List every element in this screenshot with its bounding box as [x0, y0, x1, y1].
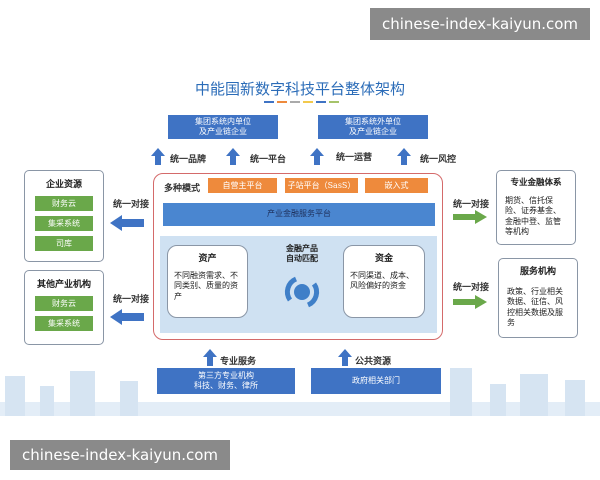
top-box-external: 集团系统外单位 及产业链企业 — [318, 115, 428, 139]
item-treasury: 司库 — [35, 236, 93, 251]
left-arrow-icon — [110, 215, 144, 231]
label-professional-service: 专业服务 — [220, 357, 257, 367]
up-arrow-icon — [310, 148, 324, 165]
item-procurement: 集采系统 — [35, 216, 93, 231]
panel-title: 其他产业机构 — [36, 280, 91, 290]
watermark-top: chinese-index-kaiyun.com — [370, 8, 590, 40]
asset-desc: 不同融资需求、不同类别、质量的资产 — [174, 271, 238, 301]
bottom-box-third-party: 第三方专业机构 科技、财务、律所 — [157, 368, 295, 394]
modes-label: 多种模式 — [164, 184, 201, 194]
item-procurement: 集采系统 — [35, 316, 93, 331]
label-unified-risk: 统一风控 — [420, 155, 457, 165]
asset-box: 资产 不同融资需求、不同类别、质量的资产 — [167, 245, 248, 318]
panel-desc: 政策、行业相关数据、征信、风控相关数据及服务 — [507, 287, 563, 328]
left-panel-enterprise: 企业资源 财务云 集采系统 司库 — [24, 170, 104, 262]
up-arrow-icon — [397, 148, 411, 165]
fund-title: 资金 — [374, 254, 393, 264]
bottom-box-government: 政府相关部门 — [311, 368, 441, 394]
up-arrow-icon — [151, 148, 165, 165]
item-finance-cloud: 财务云 — [35, 196, 93, 211]
fund-desc: 不同渠道、成本、风险偏好的资金 — [350, 271, 414, 291]
main-frame — [153, 173, 443, 340]
connect-label: 统一对接 — [113, 295, 150, 305]
panel-title: 服务机构 — [519, 267, 556, 277]
connect-label: 统一对接 — [453, 200, 490, 210]
top-box-internal: 集团系统内单位 及产业链企业 — [168, 115, 278, 139]
label-unified-operation: 统一运营 — [336, 153, 373, 163]
match-label: 金融产品自动匹配 — [286, 243, 318, 263]
title-underline — [264, 101, 339, 103]
item-finance-cloud: 财务云 — [35, 296, 93, 311]
panel-desc: 期货、信托保险、证券基金、金融中登、监管等机构 — [505, 196, 561, 237]
asset-title: 资产 — [198, 254, 217, 264]
up-arrow-icon — [226, 148, 240, 165]
panel-title: 专业金融体系 — [510, 178, 562, 188]
label-public-resources: 公共资源 — [355, 357, 392, 367]
label-unified-brand: 统一品牌 — [170, 155, 207, 165]
panel-title: 企业资源 — [45, 180, 82, 190]
up-arrow-icon — [338, 349, 352, 366]
right-panel-finance: 专业金融体系 期货、信托保险、证券基金、金融中登、监管等机构 — [496, 170, 576, 245]
mode-substation-saas: 子站平台（SasS） — [285, 178, 358, 193]
right-arrow-icon — [453, 295, 487, 309]
mode-self-platform: 自营主平台 — [208, 178, 277, 193]
mode-embedded: 嵌入式 — [365, 178, 428, 193]
platform-bar: 产业金融服务平台 — [163, 203, 435, 226]
city-skyline-background — [0, 360, 600, 416]
connect-label: 统一对接 — [453, 283, 490, 293]
connect-label: 统一对接 — [113, 200, 150, 210]
up-arrow-icon — [203, 349, 217, 366]
cycle-icon — [284, 276, 320, 308]
right-panel-service: 服务机构 政策、行业相关数据、征信、风控相关数据及服务 — [498, 258, 578, 338]
watermark-bottom: chinese-index-kaiyun.com — [10, 440, 230, 470]
label-unified-platform: 统一平台 — [250, 155, 287, 165]
left-panel-other: 其他产业机构 财务云 集采系统 — [24, 270, 104, 345]
fund-box: 资金 不同渠道、成本、风险偏好的资金 — [343, 245, 425, 318]
page-title: 中能国新数字科技平台整体架构 — [194, 80, 405, 98]
left-arrow-icon — [110, 309, 144, 325]
right-arrow-icon — [453, 210, 487, 224]
